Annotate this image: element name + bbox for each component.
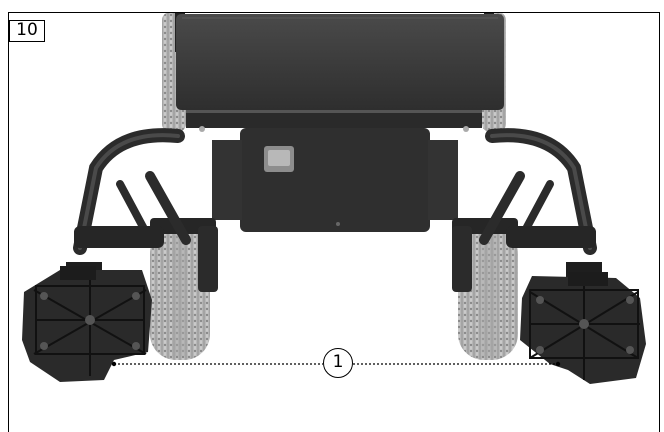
footrest-hanger-left — [73, 128, 191, 255]
battery-box — [240, 128, 430, 232]
figure-number: 10 — [9, 20, 45, 42]
footplate-right — [520, 272, 646, 384]
front-caster-right — [458, 228, 518, 360]
figure-frame — [8, 12, 660, 432]
callout-leader-line — [111, 361, 561, 367]
callout-marker-1: 1 — [323, 348, 353, 378]
front-caster-left — [150, 228, 210, 360]
wheelchair-footrest-photo — [22, 12, 646, 384]
seat-cushion — [176, 14, 504, 110]
manual-figure: 10 1 — [8, 12, 660, 432]
footplate-left — [22, 266, 152, 382]
